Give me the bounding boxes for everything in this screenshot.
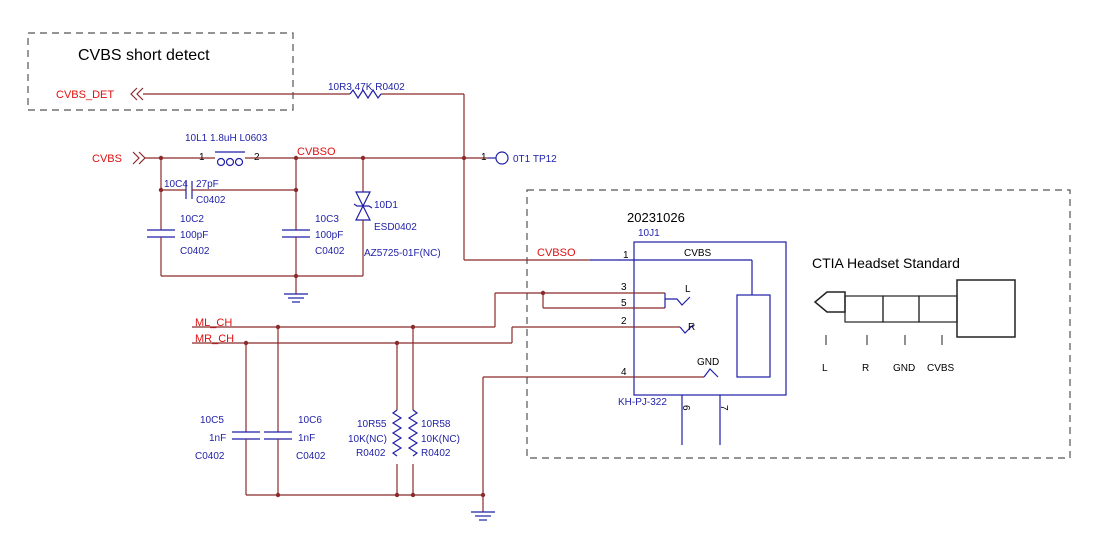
c6-ref: 10C6 [298, 415, 322, 426]
short-detect-frame [27, 32, 294, 111]
cvbso-top-net-label: CVBSO [297, 146, 336, 158]
date-code-label: 20231026 [627, 210, 685, 225]
c6-value: 1nF [298, 433, 315, 444]
jack-pin2-number: 2 [621, 316, 627, 327]
d1-part: AZ5725-01F(NC) [364, 248, 441, 259]
c3-value: 100pF [315, 230, 343, 241]
cvbs-input-connector [132, 151, 146, 165]
plug-label-r: R [862, 363, 869, 374]
test-point-tp12 [495, 151, 509, 165]
tp-pin-number: 1 [481, 152, 487, 163]
c5-value: 1nF [209, 433, 226, 444]
resistor-r55 [391, 409, 403, 457]
c2-value: 100pF [180, 230, 208, 241]
r55-value: 10K(NC) [348, 434, 387, 445]
plug-label-gnd: GND [893, 363, 915, 374]
d1-ref: 10D1 [374, 200, 398, 211]
ground-symbol-top [284, 293, 308, 303]
l1-label: 10L1 1.8uH L0603 [185, 133, 268, 144]
jack-pin7-number: 7 [718, 405, 729, 411]
plug-label-l: L [822, 363, 828, 374]
inductor-l1 [215, 151, 245, 167]
jack-pin1-number: 1 [623, 250, 629, 261]
r3-label: 10R3 47K R0402 [328, 82, 405, 93]
capacitor-c6 [264, 431, 292, 440]
headset-frame [526, 189, 1071, 459]
jack-pin5-number: 5 [621, 298, 627, 309]
r58-package: R0402 [421, 448, 451, 459]
jack-l-contact [664, 293, 691, 308]
r55-ref: 10R55 [357, 419, 387, 430]
jack-pin-r-name: R [688, 322, 695, 333]
jack-body [633, 241, 787, 396]
r58-value: 10K(NC) [421, 434, 460, 445]
jack-pin3-number: 3 [621, 282, 627, 293]
capacitor-c3 [282, 229, 310, 238]
resistor-r3 [349, 88, 382, 100]
c4-package: C0402 [196, 195, 226, 206]
tvs-diode-d1 [353, 191, 373, 221]
cvbs-det-net-label: CVBS_DET [56, 89, 114, 101]
cvbso-jack-net-label: CVBSO [537, 247, 576, 259]
c4-value: 27pF [196, 179, 219, 190]
jack-pin-gnd-name: GND [697, 357, 719, 368]
r55-package: R0402 [356, 448, 386, 459]
resistor-r58 [407, 409, 419, 457]
c2-package: C0402 [180, 246, 210, 257]
jack-r-contact [679, 324, 694, 334]
l1-pin1: 1 [199, 152, 205, 163]
short-detect-title: CVBS short detect [78, 47, 210, 64]
jack-pin-l-name: L [685, 284, 691, 295]
capacitor-c5 [232, 431, 260, 440]
capacitor-c2 [147, 229, 175, 238]
jack-ref: 10J1 [638, 228, 660, 239]
jack-pin6-number: 6 [680, 405, 691, 411]
cvbs-net-label: CVBS [92, 153, 122, 165]
c5-ref: 10C5 [200, 415, 224, 426]
jack-contact-block [736, 294, 771, 378]
cvbs-det-connector [130, 87, 350, 101]
plug-label-cvbs: CVBS [927, 363, 955, 374]
ground-symbol-bottom [471, 511, 495, 521]
trrs-plug-illustration [813, 279, 1016, 345]
c3-package: C0402 [315, 246, 345, 257]
jack-part: KH-PJ-322 [618, 397, 667, 408]
c3-ref: 10C3 [315, 214, 339, 225]
c5-package: C0402 [195, 451, 225, 462]
c6-package: C0402 [296, 451, 326, 462]
d1-value: ESD0402 [374, 222, 417, 233]
ml-ch-net-label: ML_CH [195, 317, 232, 329]
r58-ref: 10R58 [421, 419, 451, 430]
tp12-label: 0T1 TP12 [513, 154, 557, 165]
mr-ch-net-label: MR_CH [195, 333, 234, 345]
jack-pin4-number: 4 [621, 367, 627, 378]
jack-gnd-contact [703, 368, 719, 378]
c4-ref: 10C4 [164, 179, 188, 190]
jack-pin1-name: CVBS [684, 248, 712, 259]
headset-title: CTIA Headset Standard [812, 255, 960, 271]
c2-ref: 10C2 [180, 214, 204, 225]
